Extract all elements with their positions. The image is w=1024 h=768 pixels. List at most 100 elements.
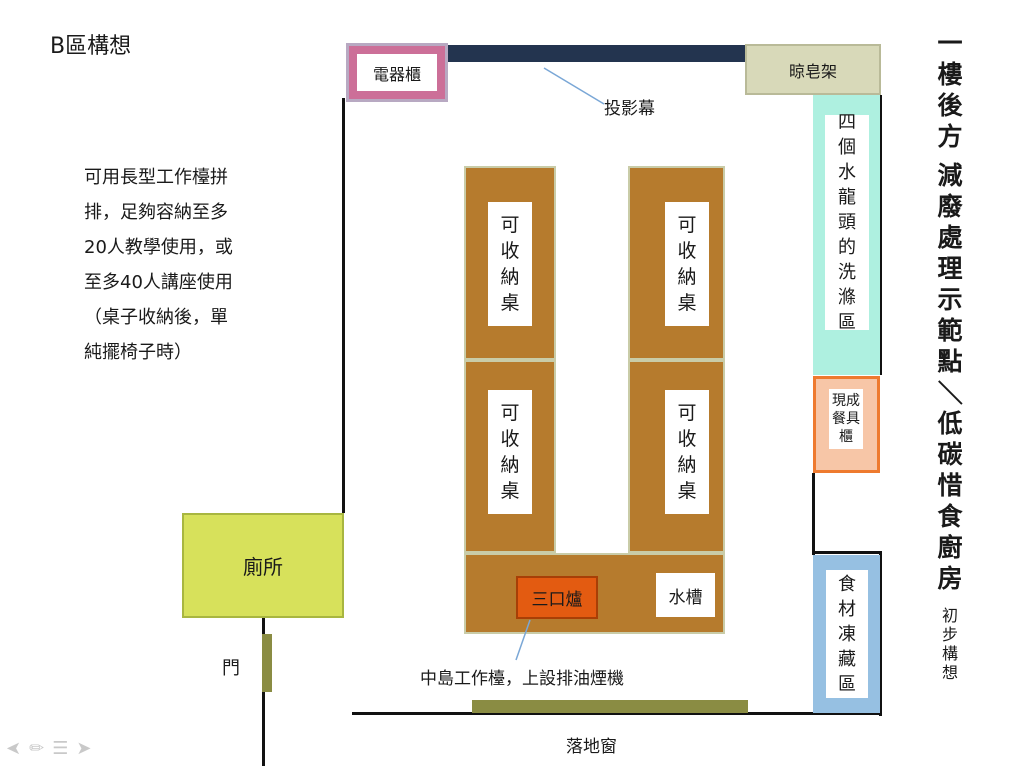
- notes-line: 純擺椅子時）: [84, 342, 192, 363]
- toilet: 廁所: [182, 513, 344, 618]
- side-title-char: 惜: [937, 471, 963, 500]
- side-title-char: 範: [937, 316, 963, 345]
- arrow-left-icon[interactable]: ➤: [6, 738, 22, 759]
- notes-line: （桌子收納後，單: [84, 307, 228, 328]
- tableware-cabinet-label: 現成 餐具 櫃: [829, 389, 863, 449]
- storable-table: 可 收 納 桌: [464, 166, 556, 360]
- tableware-cabinet-line: 櫃: [839, 429, 853, 445]
- sink-area-char: 的: [838, 237, 856, 258]
- table-char: 桌: [677, 292, 697, 314]
- storable-table: 可 收 納 桌: [628, 360, 725, 553]
- pen-icon[interactable]: ✏: [29, 738, 45, 759]
- wall-right-lower: [879, 551, 882, 716]
- menu-icon[interactable]: ☰: [52, 738, 69, 759]
- screen-pointer-line: [543, 67, 605, 105]
- table-char: 桌: [677, 480, 697, 502]
- table-char: 收: [677, 428, 697, 450]
- slide-nav: ➤ ✏ ☰ ➤: [6, 738, 91, 759]
- table-char: 納: [677, 454, 697, 476]
- sink-area-char: 滌: [838, 287, 856, 308]
- storable-table-label: 可 收 納 桌: [488, 390, 532, 514]
- side-title-char: 示: [937, 285, 963, 314]
- side-title-char: 減: [937, 161, 963, 190]
- side-title: 一 樓 後 方 減 廢 處 理 示 範 點 ／ 低 碳 惜 食 廚 房 初 步 …: [930, 28, 970, 682]
- tableware-cabinet-line: 餐具: [832, 411, 860, 427]
- storable-table: 可 收 納 桌: [464, 360, 556, 553]
- side-title-char: 樓: [937, 60, 963, 89]
- freezer-area-label: 食 材 凍 藏 區: [826, 570, 868, 698]
- side-title-char: 方: [937, 122, 963, 151]
- table-char: 桌: [500, 292, 520, 314]
- appliance-cabinet: 電器櫃: [346, 43, 448, 102]
- sink-area: 四 個 水 龍 頭 的 洗 滌 區: [813, 95, 880, 375]
- side-subtitle-char: 初: [941, 606, 958, 625]
- wall-right-notch: [812, 551, 882, 554]
- side-subtitle-char: 步: [941, 625, 958, 644]
- freezer-char: 區: [838, 673, 856, 695]
- table-char: 納: [500, 266, 520, 288]
- projection-screen-label: 投影幕: [604, 99, 655, 119]
- water-sink: 水槽: [656, 573, 715, 617]
- sink-area-char: 洗: [838, 262, 856, 283]
- sink-area-char: 龍: [838, 187, 856, 208]
- side-title-char: 點: [937, 347, 963, 376]
- sink-area-char: 區: [838, 312, 856, 333]
- table-char: 可: [500, 402, 520, 424]
- table-char: 納: [500, 454, 520, 476]
- french-window: [472, 700, 748, 713]
- side-title-char: 一: [937, 29, 963, 58]
- storable-table-label: 可 收 納 桌: [665, 390, 709, 514]
- island-pointer-line: [515, 619, 531, 661]
- island-counter-label: 中島工作檯，上設排油煙機: [420, 669, 624, 689]
- sink-area-char: 個: [838, 137, 856, 158]
- notes-line: 20人教學使用，或: [84, 237, 233, 258]
- side-title-char: 理: [937, 254, 963, 283]
- freezer-char: 食: [838, 573, 856, 595]
- door-label: 門: [222, 658, 240, 679]
- storable-table-label: 可 收 納 桌: [665, 202, 709, 326]
- side-title-slash: ／: [935, 379, 965, 406]
- tableware-cabinet-line: 現成: [832, 393, 860, 409]
- notes-line: 排，足夠容納至多: [84, 202, 228, 223]
- sink-area-char: 水: [838, 162, 856, 183]
- table-char: 收: [500, 240, 520, 262]
- wall-left-lower: [262, 618, 265, 766]
- table-char: 可: [677, 402, 697, 424]
- page-title: B區構想: [50, 34, 132, 59]
- table-char: 納: [677, 266, 697, 288]
- sink-area-label: 四 個 水 龍 頭 的 洗 滌 區: [825, 112, 869, 333]
- french-window-label: 落地窗: [566, 737, 617, 757]
- notes-line: 至多40人講座使用: [84, 272, 233, 293]
- freezer-char: 材: [838, 598, 856, 620]
- table-char: 可: [677, 214, 697, 236]
- drying-rack: 晾皂架: [745, 44, 881, 95]
- side-title-char: 食: [937, 502, 963, 531]
- freezer-char: 凍: [838, 623, 856, 645]
- table-char: 可: [500, 214, 520, 236]
- wall-bottom: [352, 712, 882, 715]
- table-char: 桌: [500, 480, 520, 502]
- notes: 可用長型工作檯拼 排，足夠容納至多 20人教學使用，或 至多40人講座使用 （桌…: [84, 160, 260, 370]
- three-burner-stove: 三口爐: [516, 576, 598, 619]
- side-title-char: 房: [937, 564, 963, 593]
- appliance-cabinet-label: 電器櫃: [357, 54, 437, 91]
- side-title-char: 廢: [937, 192, 963, 221]
- sink-area-char: 頭: [838, 212, 856, 233]
- table-char: 收: [500, 428, 520, 450]
- side-subtitle-char: 構: [941, 644, 958, 663]
- side-title-char: 後: [937, 91, 963, 120]
- side-title-char: 處: [937, 223, 963, 252]
- storable-table-label: 可 收 納 桌: [488, 202, 532, 326]
- arrow-right-icon[interactable]: ➤: [76, 738, 92, 759]
- freezer-area: 食 材 凍 藏 區: [813, 555, 880, 713]
- projection-screen: [448, 45, 745, 62]
- side-subtitle-char: 想: [941, 663, 958, 682]
- storable-table: 可 收 納 桌: [628, 166, 725, 360]
- side-title-char: 低: [937, 409, 963, 438]
- wall-right-top: [879, 95, 882, 375]
- sink-area-char: 四: [838, 112, 856, 133]
- notes-line: 可用長型工作檯拼: [84, 167, 228, 188]
- side-title-char: 廚: [937, 533, 963, 562]
- wall-right-mid: [812, 473, 815, 555]
- wall-left-upper: [342, 98, 345, 513]
